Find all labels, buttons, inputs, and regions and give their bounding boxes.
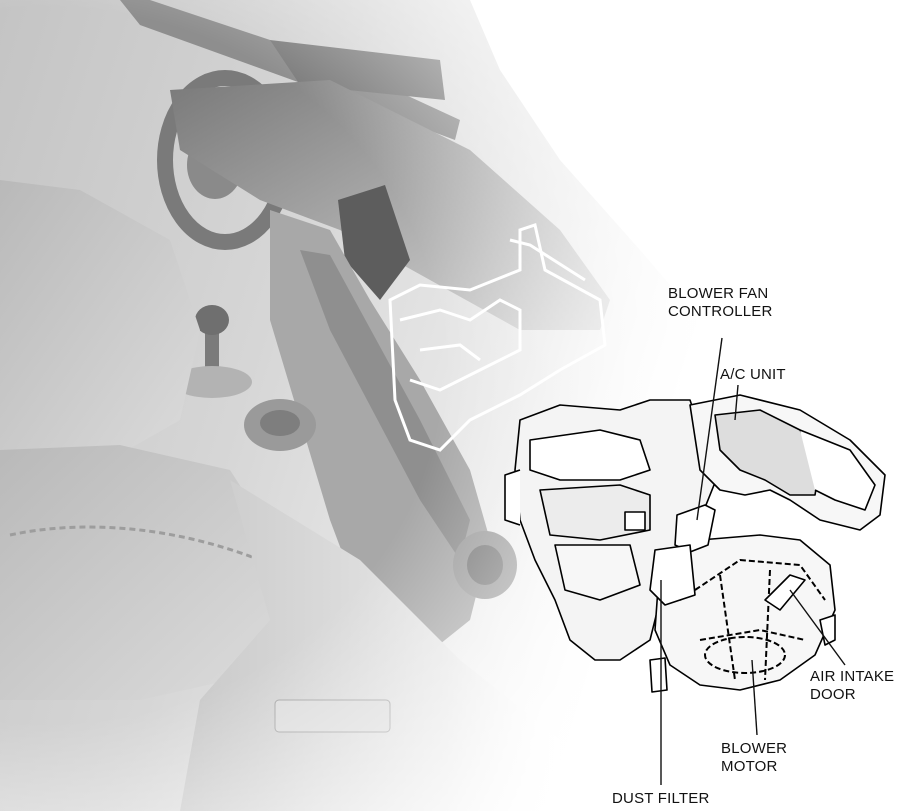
label-air-intake-door: AIR INTAKE DOOR	[810, 668, 895, 703]
blower-housing	[654, 534, 836, 691]
label-dust-filter: DUST FILTER	[612, 790, 710, 807]
label-blower-motor: BLOWER MOTOR	[721, 740, 788, 775]
leader-ac-unit	[734, 384, 739, 421]
label-blower-fan-controller: BLOWER FAN CONTROLLER	[668, 285, 773, 320]
ac-unit-assembly	[504, 394, 886, 693]
air-intake-door-link	[764, 574, 806, 611]
dust-filter-slot	[649, 544, 696, 606]
leader-blower-motor	[751, 659, 758, 736]
label-ac-unit: A/C UNIT	[720, 366, 786, 383]
leader-air-intake-door	[789, 589, 846, 666]
blower-fan-controller-module	[674, 504, 716, 553]
leader-lines	[660, 337, 846, 785]
hvac-duct-outline	[388, 223, 607, 452]
leader-blower-fan-controller	[696, 337, 723, 521]
